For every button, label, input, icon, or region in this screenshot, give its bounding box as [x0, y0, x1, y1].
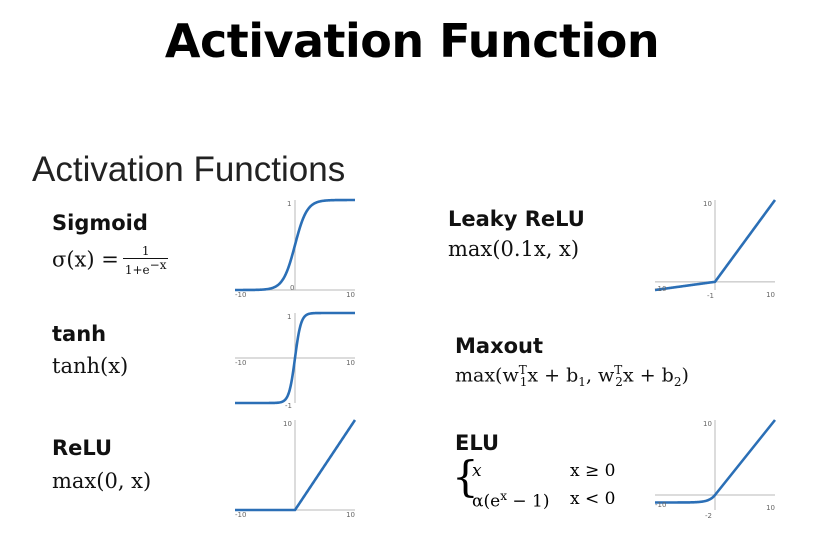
elu-row1-cond: x ≥ 0	[570, 461, 616, 481]
tanh-tick-ybot: -1	[285, 402, 292, 410]
leaky-tick-xmin: -10	[655, 285, 666, 293]
leaky-relu-formula: max(0.1x, x)	[448, 237, 580, 261]
maxout-formula: max(wT1x + b1, wT2x + b2)	[455, 363, 689, 389]
maxout-name: Maxout	[455, 334, 544, 358]
sigmoid-den-base: 1+e	[124, 263, 150, 277]
leaky-tick-ytop: 10	[703, 200, 712, 208]
maxout-part-c: , w	[585, 364, 615, 387]
relu-tick-ytop: 10	[283, 420, 292, 428]
relu-tick-xmax: 10	[346, 511, 355, 519]
sigmoid-tick-origin: 0	[290, 284, 294, 292]
tanh-plot: -10 10 1 -1	[235, 311, 355, 410]
relu-curve	[235, 419, 357, 512]
elu-tick-xmax: 10	[766, 504, 775, 512]
elu-plot: -10 10 10 -2	[655, 419, 777, 520]
sigmoid-tick-ytop: 1	[287, 200, 291, 208]
sigmoid-tick-xmin: -10	[235, 291, 246, 299]
relu-tick-xmin: -10	[235, 511, 246, 519]
sigmoid-denominator: 1+e−x	[123, 259, 169, 277]
maxout-sub-2: 2	[615, 375, 623, 390]
sigmoid-name: Sigmoid	[52, 211, 148, 235]
elu-name: ELU	[455, 431, 500, 455]
maxout-sup-2: T	[614, 363, 623, 377]
tanh-tick-xmin: -10	[235, 359, 246, 367]
sigmoid-lhs: σ(x) =	[52, 247, 119, 272]
elu-row2-tail: − 1)	[506, 491, 550, 512]
maxout-sub-b1: 1	[578, 375, 586, 390]
leaky-relu-plot: -10 10 10 -1	[654, 199, 777, 300]
sigmoid-curve	[235, 198, 355, 292]
maxout-part-e: )	[681, 364, 689, 387]
maxout-part-d: x + b	[622, 364, 674, 387]
leaky-tick-ybot: -1	[707, 292, 714, 300]
leaky-tick-xmax: 10	[766, 291, 775, 299]
elu-row-1: x	[472, 461, 482, 481]
elu-brace: {	[452, 452, 479, 501]
maxout-sup-1: T	[518, 363, 527, 377]
relu-formula: max(0, x)	[52, 469, 152, 493]
maxout-sub-b2: 2	[673, 375, 682, 390]
elu-row2-expr: α(e	[472, 491, 501, 512]
sigmoid-den-exp: −x	[149, 258, 167, 272]
tanh-tick-xmax: 10	[346, 359, 355, 367]
maxout-part-a: max(w	[455, 364, 519, 387]
tanh-curve	[235, 311, 355, 405]
maxout-sub-1: 1	[519, 375, 528, 390]
relu-plot: -10 10 10	[235, 419, 357, 519]
elu-row-2: α(ex − 1)	[472, 489, 549, 512]
leaky-curve	[654, 199, 777, 292]
leaky-relu-name: Leaky ReLU	[448, 207, 585, 231]
elu-tick-ytop: 10	[703, 420, 712, 428]
tanh-name: tanh	[52, 322, 107, 346]
relu-name: ReLU	[52, 436, 113, 460]
elu-row1-expr: x	[472, 461, 482, 481]
page-title: Activation Function	[164, 14, 660, 68]
elu-tick-ybot: -2	[705, 512, 712, 520]
maxout-part-b: x + b	[527, 364, 579, 387]
elu-row2-cond: x < 0	[570, 489, 616, 509]
elu-curve	[655, 419, 777, 504]
tanh-tick-ytop: 1	[287, 313, 291, 321]
sigmoid-tick-xmax: 10	[346, 291, 355, 299]
sigmoid-numerator: 1	[122, 245, 169, 259]
elu-tick-xmin: -10	[655, 501, 666, 509]
elu-row2-exp: x	[500, 489, 507, 503]
slide-subtitle: Activation Functions	[32, 150, 346, 189]
tanh-formula: tanh(x)	[52, 354, 129, 378]
